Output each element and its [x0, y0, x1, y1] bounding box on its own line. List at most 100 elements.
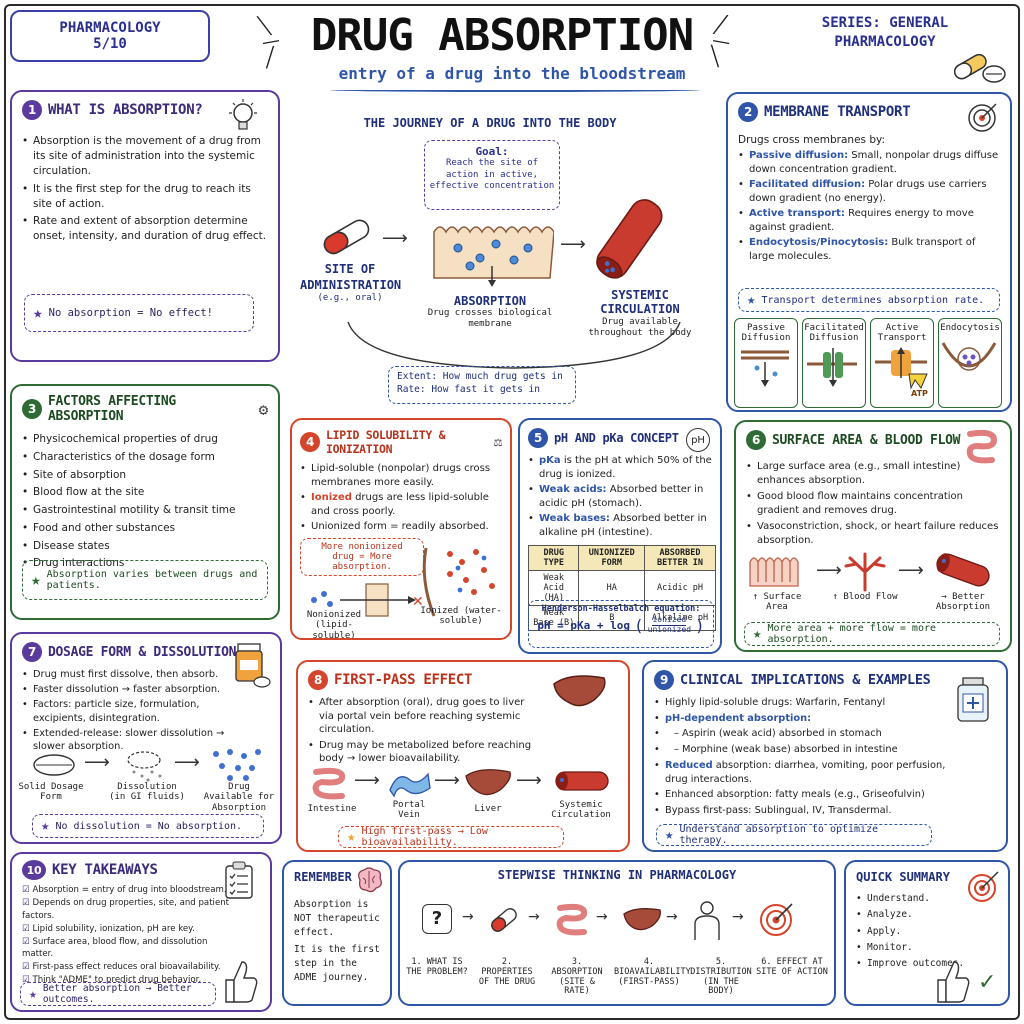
checkbox-checked-icon: ☑: [22, 975, 30, 986]
bullet-list: Highly lipid-soluble drugs: Warfarin, Fe…: [654, 696, 950, 818]
key-note: ★ Understand absorption to optimize ther…: [656, 824, 932, 846]
subtitle-underline: [330, 88, 700, 92]
balance-scale-icon: ⚖: [493, 434, 502, 450]
person-icon: [694, 901, 720, 940]
star-icon: ★: [347, 829, 356, 845]
badge-series-left: PHARMACOLOGY 5/10: [10, 10, 210, 62]
ph-icon: pH: [686, 428, 710, 452]
blood-vessel-icon: [596, 199, 663, 279]
section-factors-affecting-absorption: 3 FACTORS AFFECTING ABSORPTION ⚙ Physico…: [10, 384, 280, 620]
list-item: ☑ Absorption = entry of drug into bloods…: [22, 885, 227, 895]
section-title: FACTORS AFFECTING ABSORPTION: [48, 394, 176, 424]
key-note: ★ High first-pass → Low bioavailability.: [338, 826, 564, 848]
key-note: ★ Absorption varies between drugs and pa…: [22, 560, 268, 600]
site-label: SITE OF ADMINISTRATION (e.g., oral): [300, 262, 402, 304]
bullet-list: Absorption is the movement of a drug fro…: [22, 134, 268, 245]
star-icon: ★: [29, 986, 37, 1002]
arrow-icon: ⟶: [382, 228, 408, 249]
villi-icon: [749, 557, 799, 587]
checkbox-checked-icon: ☑: [22, 962, 30, 973]
henderson-equation-box: Henderson-Hasselbalch equation: pH = pKa…: [528, 600, 714, 648]
journey-brace: [347, 321, 681, 369]
liver-icon: [465, 769, 511, 796]
section-number: 7: [22, 642, 42, 662]
badge-series-right: SERIES: GENERAL PHARMACOLOGY: [821, 15, 949, 50]
bullet-list: Physicochemical properties of drug Chara…: [22, 432, 268, 572]
section-title: FIRST-PASS EFFECT: [334, 672, 473, 688]
journey-title: THE JOURNEY OF A DRUG INTO THE BODY: [363, 116, 617, 130]
blood-vessel-icon: [936, 553, 990, 587]
key-note: ★ More area + more flow = more absorptio…: [744, 622, 1000, 646]
section-number: 3: [22, 399, 42, 419]
dispersed-drug-icon: [213, 749, 261, 781]
arrow-icon: ⟶: [898, 560, 924, 581]
arrow-icon: ⟶: [84, 752, 110, 773]
dissolving-tablet-icon: [127, 751, 162, 782]
section-number: 1: [22, 100, 42, 120]
thumbs-up-icon: [225, 961, 258, 1003]
extent-rate-box: Extent: How much drug gets in Rate: How …: [388, 366, 576, 404]
question-icon: ?: [422, 904, 452, 934]
section-number: 9: [654, 670, 674, 690]
blood-vessel-icon: [555, 771, 609, 791]
gear-icon: ⚙: [258, 399, 269, 419]
section-title: DOSAGE FORM & DISSOLUTION: [48, 644, 237, 660]
arrow-icon: →: [462, 909, 474, 925]
section-title: LIPID SOLUBILITY & IONIZATION: [326, 428, 446, 456]
transport-panel: Passive Diffusion: [734, 318, 798, 408]
checkbox-checked-icon: ☑: [22, 897, 30, 908]
poster-frame: [4, 4, 1020, 1020]
key-note: ★ No absorption = No effect!: [24, 294, 254, 332]
section-number: 5: [528, 428, 548, 448]
ionization-diagram: ✕: [311, 547, 495, 617]
section-number: 6: [746, 430, 766, 450]
transport-panel: Active Transport ATP: [870, 318, 934, 408]
bullet-list: Lipid-soluble (nonpolar) drugs cross mem…: [300, 462, 502, 534]
arrow-icon: ⟶: [354, 770, 380, 791]
section-number: 4: [300, 432, 320, 452]
arrow-icon: ⟶: [174, 752, 200, 773]
step-icons-row: ? → → → → →: [408, 900, 828, 944]
section-clinical-implications: 9 CLINICAL IMPLICATIONS & EXAMPLES Highl…: [642, 660, 1008, 852]
medicine-bottle-icon: [957, 677, 989, 722]
target-icon: [968, 103, 997, 132]
section-membrane-transport: 2 MEMBRANE TRANSPORT Drugs cross membran…: [726, 92, 1012, 412]
list-item: ☑ Depends on drug properties, site, and …: [22, 897, 230, 921]
arrow-icon: →: [732, 909, 744, 925]
pump-icon: [875, 346, 928, 390]
section-number: 8: [308, 670, 328, 690]
intestine-icon: [556, 903, 588, 936]
star-icon: ★: [33, 303, 43, 322]
capsule-pill-icon: [953, 53, 1006, 83]
stepwise-box: STEPWISE THINKING IN PHARMACOLOGY ? → → …: [398, 860, 836, 1006]
section-number: 2: [738, 102, 758, 122]
checkbox-checked-icon: ☑: [22, 885, 30, 895]
systemic-label: SYSTEMIC CIRCULATION Drug available thro…: [588, 288, 692, 339]
brain-icon: [358, 867, 382, 893]
absorption-label: ABSORPTION Drug crosses biological membr…: [427, 294, 553, 330]
section-number: 10: [22, 860, 46, 880]
key-note: ★ No dissolution = No absorption.: [32, 814, 264, 838]
capsule-icon: [323, 219, 370, 255]
bullet-list: After absorption (oral), drug goes to li…: [308, 696, 536, 766]
section-lipid-solubility: 4 LIPID SOLUBILITY & IONIZATION ⚖ Lipid-…: [290, 418, 512, 640]
list-item: ☑ Lipid solubility, ionization, pH are k…: [22, 923, 195, 934]
arrow-icon: ⟶: [560, 234, 586, 255]
liver-icon: [623, 908, 661, 931]
tablet-icon: [33, 754, 75, 776]
arrow-icon: ⟶: [816, 560, 842, 581]
transport-list: Passive diffusion: Small, nonpolar drugs…: [738, 149, 1000, 263]
vessel-branches-icon: [844, 552, 886, 592]
section-title: SURFACE AREA & BLOOD FLOW: [772, 432, 961, 448]
section-title: CLINICAL IMPLICATIONS & EXAMPLES: [680, 672, 931, 688]
takeaway-list: ☑ Absorption = entry of drug into bloods…: [22, 884, 232, 987]
list-item: ☑ Surface area, blood flow, and dissolut…: [22, 936, 208, 960]
checkbox-checked-icon: ☑: [22, 936, 30, 947]
goal-box: Goal: Reach the site of action in active…: [424, 140, 560, 210]
bullet-list: pKa is the pH at which 50% of the drug i…: [528, 454, 712, 539]
summary-list: Understand. Analyze. Apply. Monitor. Imp…: [856, 892, 998, 972]
section-title: KEY TAKEAWAYS: [52, 862, 158, 878]
target-icon: [760, 903, 793, 936]
bullet-list: Large surface area (e.g., small intestin…: [746, 460, 1000, 548]
